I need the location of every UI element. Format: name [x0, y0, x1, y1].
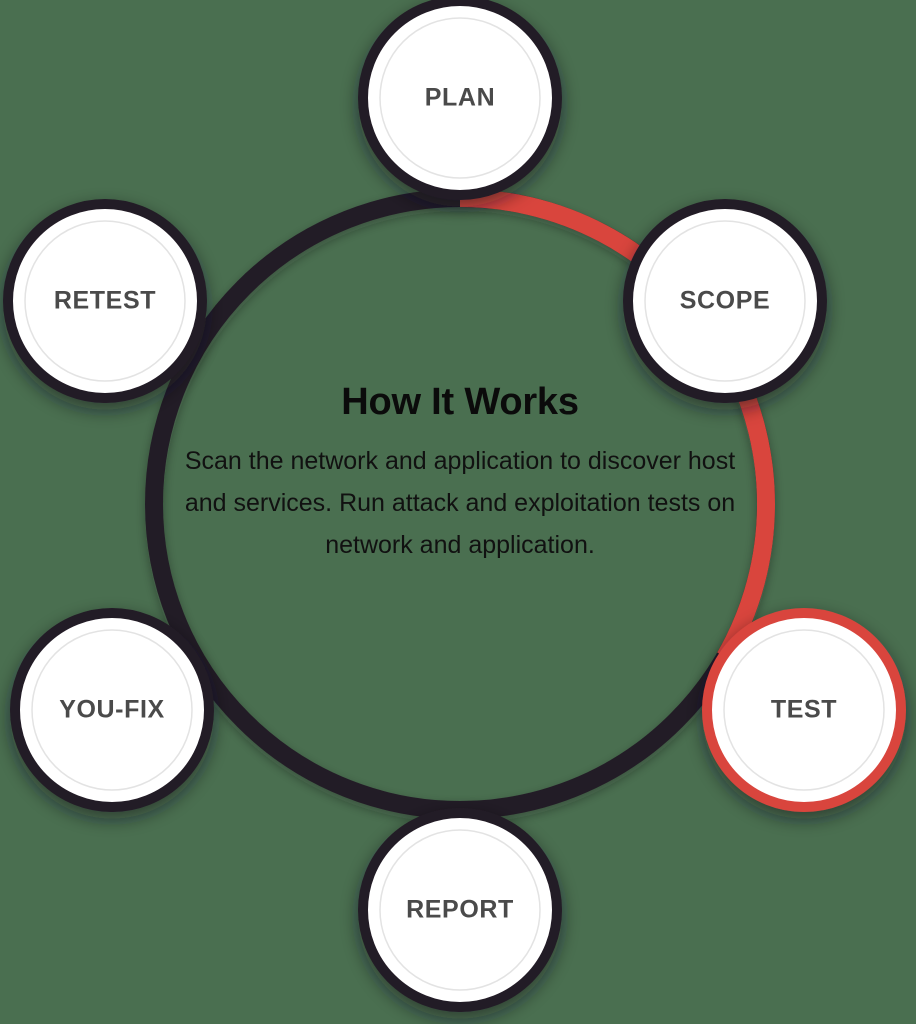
- cycle-node-button-you-fix[interactable]: [10, 608, 214, 812]
- cycle-node-disc-you-fix: [10, 608, 214, 812]
- cycle-node-inner-outline-test: [723, 629, 885, 791]
- cycle-node-button-plan[interactable]: [358, 0, 562, 200]
- cycle-node-inner-outline-plan: [379, 17, 541, 179]
- cycle-node-retest[interactable]: [3, 199, 207, 403]
- cycle-node-button-test[interactable]: [702, 608, 906, 812]
- cycle-node-button-scope[interactable]: [623, 199, 827, 403]
- cycle-node-plan[interactable]: [358, 0, 562, 200]
- cycle-node-inner-outline-report: [379, 829, 541, 991]
- cycle-node-test[interactable]: [702, 608, 906, 812]
- cycle-node-inner-outline-scope: [644, 220, 806, 382]
- cycle-node-inner-outline-you-fix: [31, 629, 193, 791]
- cycle-node-you-fix[interactable]: [10, 608, 214, 812]
- cycle-node-disc-test: [702, 608, 906, 812]
- cycle-node-disc-retest: [3, 199, 207, 403]
- cycle-node-group: [3, 0, 906, 1012]
- cycle-node-inner-outline-retest: [24, 220, 186, 382]
- cycle-node-scope[interactable]: [623, 199, 827, 403]
- cycle-node-disc-report: [358, 808, 562, 1012]
- cycle-node-disc-scope: [623, 199, 827, 403]
- cycle-node-disc-plan: [358, 0, 562, 200]
- cycle-node-button-report[interactable]: [358, 808, 562, 1012]
- cycle-node-button-retest[interactable]: [3, 199, 207, 403]
- cycle-node-report[interactable]: [358, 808, 562, 1012]
